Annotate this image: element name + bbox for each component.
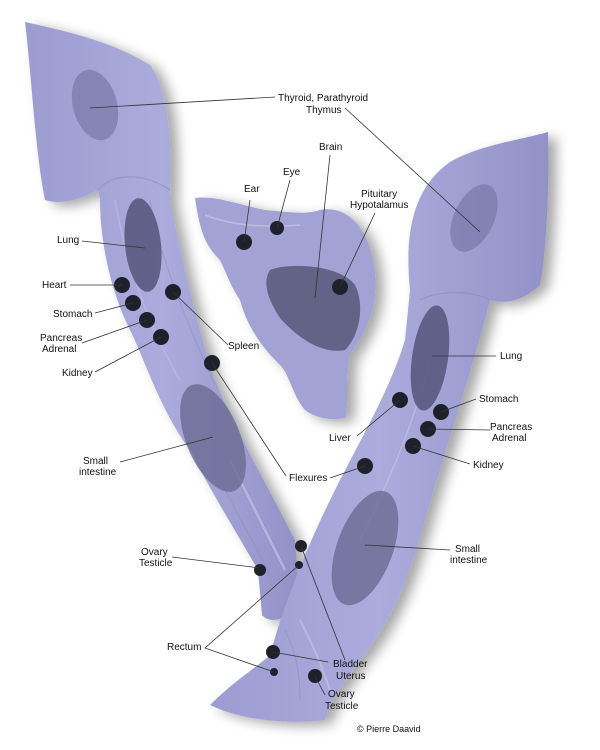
label-left-intestine: intestine [79, 467, 117, 478]
label-ear: Ear [244, 184, 260, 195]
label-right-adrenal: Adrenal [492, 433, 526, 444]
label-pituitary: Pituitary [361, 189, 397, 200]
label-liver: Liver [329, 433, 351, 444]
label-right-ovary: Ovary [328, 689, 355, 700]
label-bladder: Bladder [333, 659, 368, 670]
label-left-stomach: Stomach [53, 309, 92, 320]
leader-lines [70, 96, 496, 696]
left-foot [25, 22, 300, 620]
label-right-kidney: Kidney [473, 460, 504, 471]
label-left-pancreas: Pancreas [40, 333, 82, 344]
left-lung-area [124, 198, 162, 292]
label-rectum: Rectum [167, 642, 201, 653]
label-left-ovary: Ovary [141, 547, 168, 558]
head-shape [195, 197, 376, 420]
label-uterus: Uterus [336, 671, 365, 682]
label-left-kidney: Kidney [62, 368, 93, 379]
label-thymus: Thymus [306, 105, 342, 116]
label-flexures: Flexures [289, 473, 327, 484]
label-left-adrenal: Adrenal [42, 344, 76, 355]
label-right-stomach: Stomach [479, 394, 518, 405]
label-hypotalamus: Hypotalamus [350, 200, 408, 211]
label-left-small: Small [83, 456, 108, 467]
copyright: © Pierre Daavid [357, 724, 421, 734]
right-lung-area [410, 305, 450, 411]
right-thyroid-area [450, 184, 498, 252]
left-thyroid-area [71, 69, 119, 141]
left-ovary-point[interactable] [254, 564, 266, 576]
right-foot [210, 132, 549, 722]
label-thyroid: Thyroid, Parathyroid [278, 93, 368, 104]
label-right-intestine: intestine [450, 555, 488, 566]
labels: Thyroid, Parathyroid Thymus Brain Eye Ea… [40, 93, 532, 734]
label-heart: Heart [42, 280, 67, 291]
label-left-testicle: Testicle [139, 558, 173, 569]
label-eye: Eye [283, 167, 301, 178]
label-right-pancreas: Pancreas [490, 422, 532, 433]
right-small-intestine-area [331, 490, 399, 606]
label-left-lung: Lung [57, 235, 79, 246]
label-brain: Brain [319, 142, 342, 153]
label-right-small: Small [455, 544, 480, 555]
label-right-testicle: Testicle [325, 701, 359, 712]
left-small-intestine-area [180, 384, 246, 492]
label-spleen: Spleen [228, 341, 259, 352]
right-foot-shape [210, 132, 549, 722]
label-right-lung: Lung [500, 351, 522, 362]
